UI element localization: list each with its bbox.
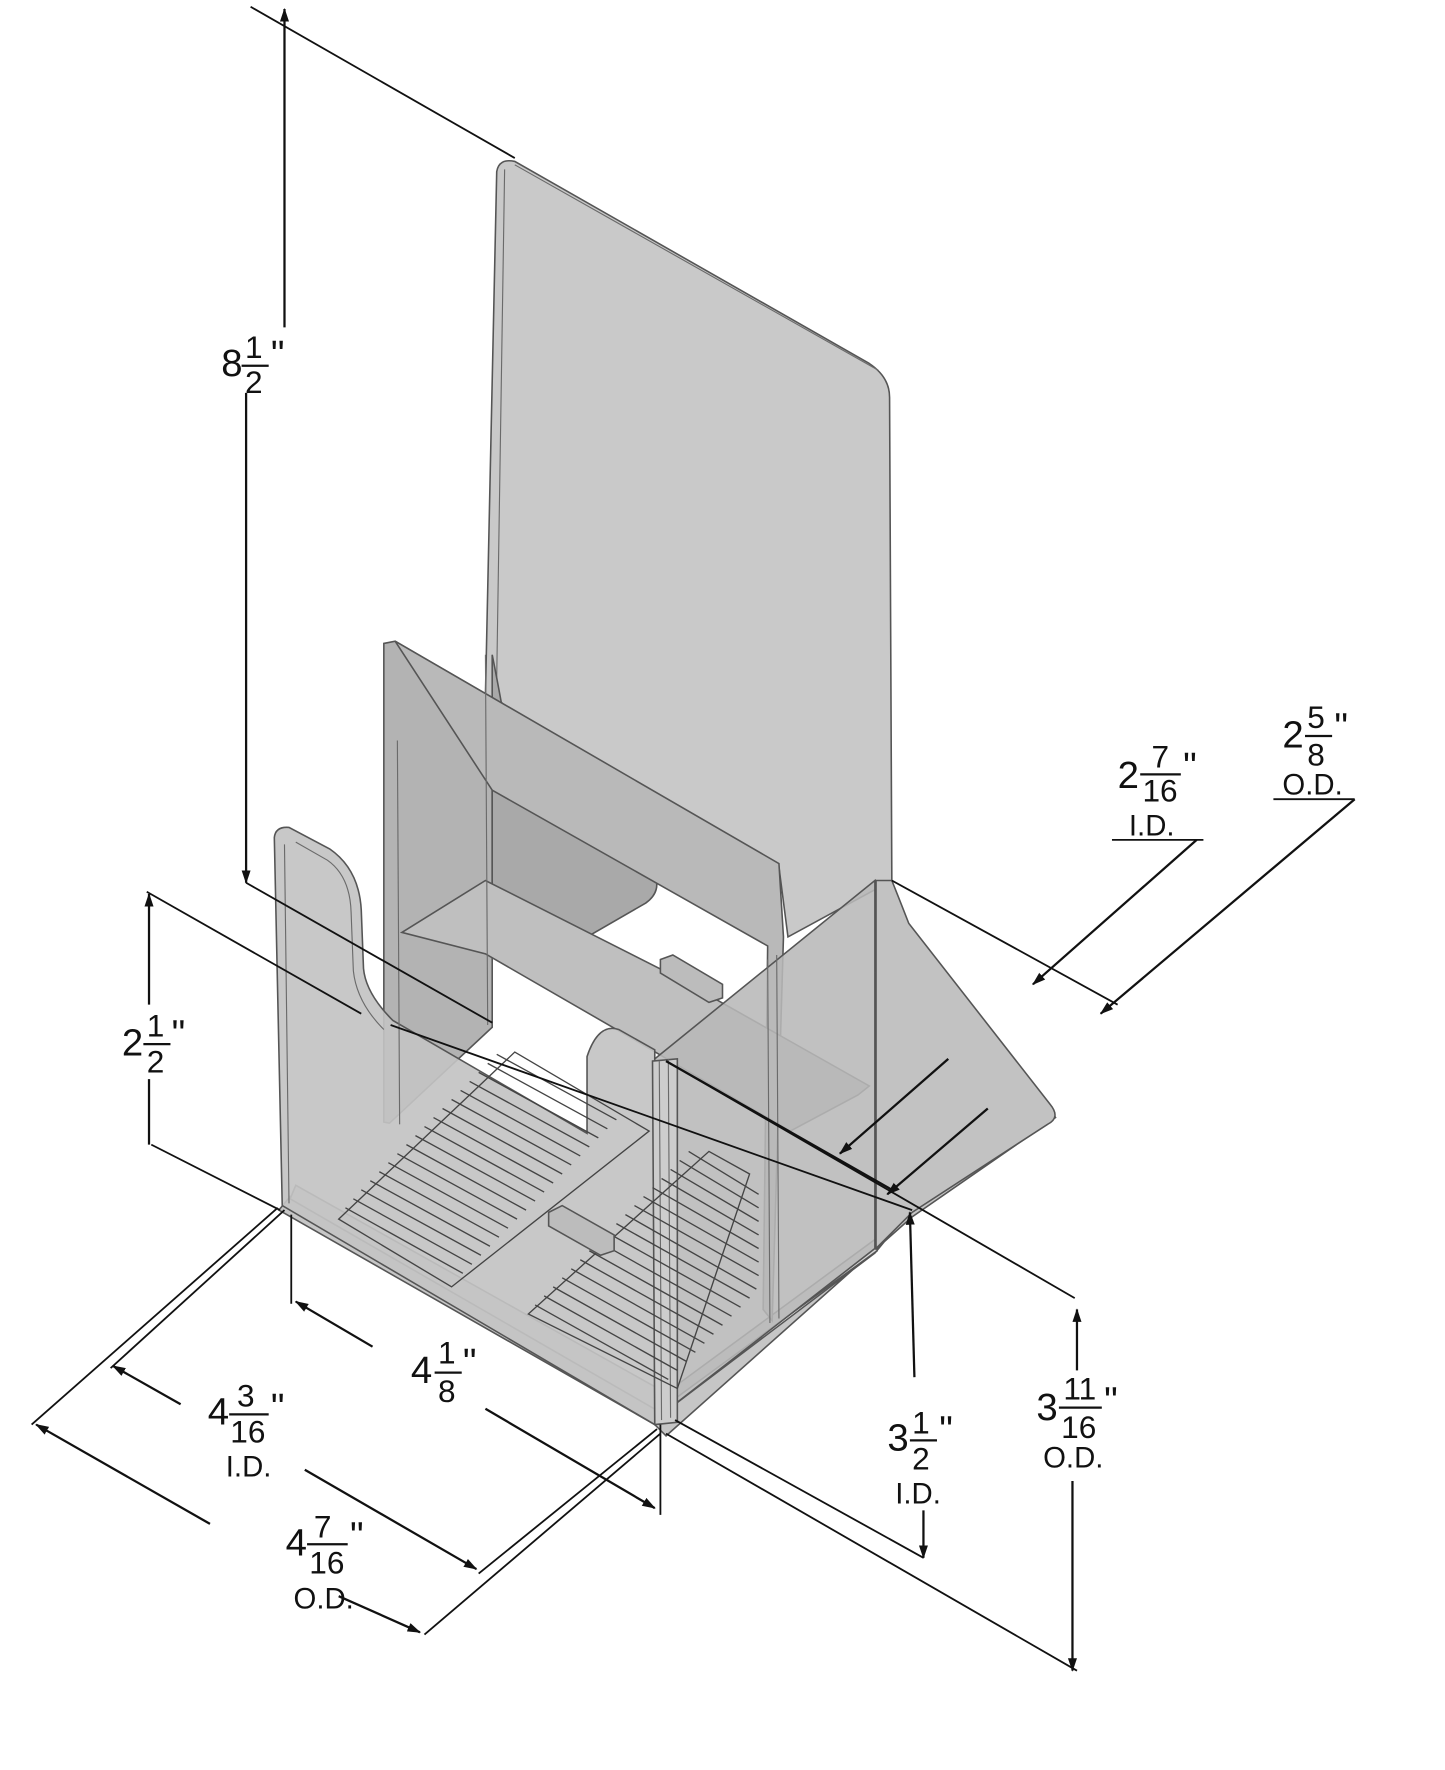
svg-text:I.D.: I.D. <box>226 1451 272 1484</box>
dim-label-pocket-depth-id: 2 7 16 " I.D. <box>1118 739 1197 843</box>
dim-label-base-width-od: 4 7 16 " O.D. <box>286 1508 364 1615</box>
svg-text:16: 16 <box>1142 772 1177 808</box>
right-wing <box>875 879 1056 1251</box>
svg-text:": " <box>172 1012 186 1055</box>
svg-text:O.D.: O.D. <box>1282 769 1342 802</box>
back-panel-edge <box>496 164 879 678</box>
svg-text:11: 11 <box>1063 1371 1096 1407</box>
svg-text:": " <box>939 1409 953 1452</box>
svg-text:8: 8 <box>221 342 242 385</box>
dim-label-front-pocket-height: 2 1 2 " <box>122 1007 185 1079</box>
svg-text:1: 1 <box>912 1405 930 1441</box>
svg-text:8: 8 <box>438 1373 456 1409</box>
svg-text:": " <box>463 1341 477 1384</box>
svg-text:16: 16 <box>230 1414 265 1450</box>
dim-label-pocket-width: 4 1 8 " <box>411 1335 477 1409</box>
front-left-wall <box>273 826 656 1426</box>
svg-text:4: 4 <box>286 1522 307 1565</box>
svg-text:1: 1 <box>147 1007 165 1043</box>
product-body <box>273 159 1057 1437</box>
dim-label-base-width-id: 4 3 16 " I.D. <box>208 1378 285 1484</box>
svg-text:3: 3 <box>237 1378 255 1414</box>
svg-text:4: 4 <box>208 1391 229 1434</box>
svg-text:1: 1 <box>438 1335 456 1371</box>
divider-lines <box>396 654 780 1421</box>
svg-text:2: 2 <box>245 364 263 400</box>
svg-text:O.D.: O.D. <box>1043 1441 1103 1474</box>
dim-label-base-depth-od: 3 11 16 " O.D. <box>1036 1371 1117 1475</box>
back-panel <box>484 159 893 939</box>
dim-label-pocket-depth-od: 2 5 8 " O.D. <box>1282 699 1348 802</box>
svg-text:": " <box>350 1515 364 1558</box>
svg-text:2: 2 <box>1118 754 1139 797</box>
svg-text:2: 2 <box>147 1043 165 1079</box>
svg-text:2: 2 <box>1282 713 1303 756</box>
svg-text:1: 1 <box>245 329 263 365</box>
svg-text:O.D.: O.D. <box>294 1583 354 1616</box>
svg-text:": " <box>271 333 285 376</box>
svg-text:16: 16 <box>309 1545 344 1581</box>
svg-text:5: 5 <box>1307 699 1325 735</box>
svg-text:4: 4 <box>411 1349 432 1392</box>
dimension-lines <box>31 5 1356 1672</box>
dim-label-base-depth-id: 3 1 2 " I.D. <box>887 1405 953 1511</box>
clip-back <box>659 954 724 1004</box>
svg-text:3: 3 <box>887 1417 908 1460</box>
dim-label-overall-height: 8 1 2 " <box>221 329 284 400</box>
svg-text:": " <box>1334 705 1348 748</box>
svg-text:3: 3 <box>1036 1386 1057 1429</box>
clip-front <box>547 1204 615 1257</box>
svg-text:7: 7 <box>314 1508 332 1544</box>
svg-text:": " <box>271 1386 285 1429</box>
svg-text:": " <box>1104 1379 1118 1422</box>
svg-text:2: 2 <box>912 1441 930 1477</box>
svg-text:7: 7 <box>1151 739 1169 775</box>
svg-text:8: 8 <box>1307 736 1325 772</box>
front-right-wall <box>653 878 876 1413</box>
svg-text:I.D.: I.D. <box>1129 809 1175 842</box>
svg-text:I.D.: I.D. <box>895 1478 941 1511</box>
front-pocket-grooves <box>337 1051 759 1390</box>
svg-text:2: 2 <box>122 1021 143 1064</box>
svg-text:16: 16 <box>1061 1409 1096 1445</box>
svg-text:": " <box>1183 745 1197 788</box>
